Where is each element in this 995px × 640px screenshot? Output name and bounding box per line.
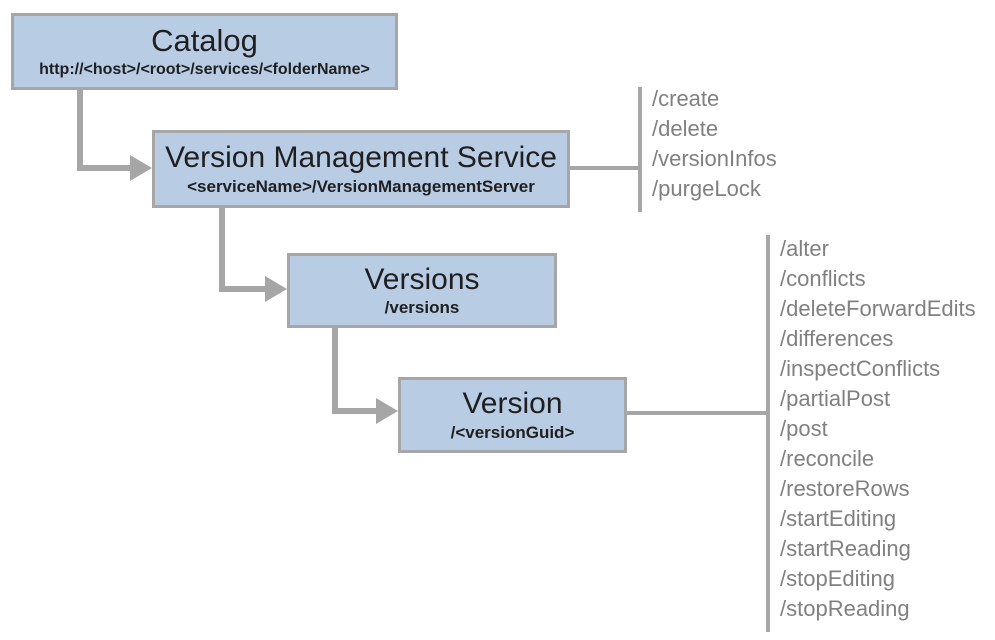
connector-vms-to-versions-vertical <box>219 206 225 292</box>
node-version-subtitle: /<versionGuid> <box>450 422 575 442</box>
operation-item: /versionInfos <box>652 146 777 171</box>
operation-item: /conflicts <box>780 266 866 291</box>
connector-vms-to-versions-horizontal <box>219 286 265 292</box>
connector-versions-to-version-vertical <box>332 326 338 414</box>
node-versions-subtitle: /versions <box>384 298 460 318</box>
operation-item: /deleteForwardEdits <box>780 296 976 321</box>
node-version-title: Version <box>462 387 563 420</box>
node-catalog-title: Catalog <box>151 22 258 58</box>
operation-item: /differences <box>780 326 894 351</box>
node-catalog: Catalog http://<host>/<root>/services/<f… <box>11 13 398 90</box>
operations-list-vms: /create/delete/versionInfos/purgeLock <box>652 84 777 204</box>
operation-item: /purgeLock <box>652 176 761 201</box>
operations-list-version: /alter/conflicts/deleteForwardEdits/diff… <box>780 234 976 624</box>
operation-item: /restoreRows <box>780 476 910 501</box>
connector-versions-to-version-horizontal <box>332 408 376 414</box>
operation-item: /post <box>780 416 828 441</box>
operation-item: /inspectConflicts <box>780 356 941 381</box>
operation-item: /startReading <box>780 536 911 561</box>
connector-version-to-operations <box>627 411 766 415</box>
operation-item: /reconcile <box>780 446 875 471</box>
connector-vms-to-operations <box>570 166 638 170</box>
operation-item: /partialPost <box>780 386 891 411</box>
operation-item: /stopEditing <box>780 566 895 591</box>
node-catalog-subtitle: http://<host>/<root>/services/<folderNam… <box>39 61 370 79</box>
node-vms-title: Version Management Service <box>165 141 557 174</box>
node-vms-subtitle: <serviceName>/VersionManagementServer <box>187 176 535 196</box>
operations-bracket-vms <box>638 87 642 212</box>
arrowhead-icon <box>130 155 152 181</box>
operations-bracket-version <box>766 235 770 632</box>
node-versions-title: Versions <box>364 262 480 296</box>
node-version-management-service: Version Management Service <serviceName>… <box>152 130 570 208</box>
operation-item: /startEditing <box>780 506 897 531</box>
operation-item: /delete <box>652 116 719 141</box>
arrowhead-icon <box>376 398 398 424</box>
connector-catalog-to-vms-vertical <box>77 90 83 171</box>
operation-item: /create <box>652 86 720 111</box>
arrowhead-icon <box>265 276 287 302</box>
node-version: Version /<versionGuid> <box>398 377 627 453</box>
operation-item: /stopReading <box>780 596 910 621</box>
connector-catalog-to-vms-horizontal <box>77 165 131 171</box>
node-versions: Versions /versions <box>287 253 557 328</box>
operation-item: /alter <box>780 236 829 261</box>
